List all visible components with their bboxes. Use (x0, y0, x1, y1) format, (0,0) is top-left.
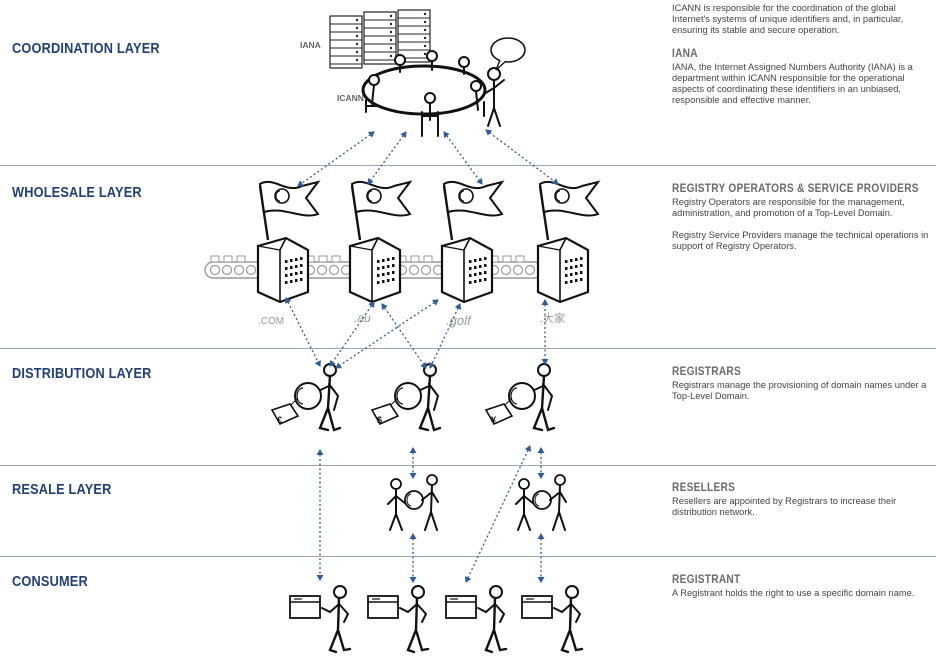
registrars-text: Registrars manage the provisioning of do… (672, 380, 927, 402)
registrar-person-icon (270, 362, 556, 432)
distribution-description: REGISTRARS Registrars manage the provisi… (672, 366, 934, 403)
registrant-heading: REGISTRANT (672, 574, 741, 586)
currency-euro: € (277, 415, 282, 425)
registry-service-providers-text: Registry Service Providers manage the te… (672, 229, 929, 251)
meeting-table-icon (361, 50, 505, 137)
server-rack-icon (329, 9, 431, 69)
registry-heading: REGISTRY OPERATORS & SERVICE PROVIDERS (672, 183, 919, 195)
icann-label: ICANN (337, 93, 364, 103)
wholesale-description: REGISTRY OPERATORS & SERVICE PROVIDERS R… (672, 183, 934, 252)
iana-label: IANA (300, 40, 321, 50)
arrow (297, 131, 375, 187)
layer-title-distribution: DISTRIBUTION LAYER (12, 366, 152, 382)
registry-operators-text: Registry Operators are responsible for t… (672, 197, 905, 219)
layer-divider (0, 348, 936, 349)
registrars-heading: REGISTRARS (672, 366, 741, 378)
layer-title-wholesale: WHOLESALE LAYER (12, 185, 142, 201)
currency-dollar: $ (377, 415, 382, 425)
arrow (335, 299, 439, 369)
flag-icon (256, 180, 600, 304)
currency-yen: ¥ (491, 415, 496, 425)
speech-bubble-icon (490, 37, 526, 71)
iana-description: IANA, the Internet Assigned Numbers Auth… (672, 61, 913, 106)
arrow (285, 297, 321, 367)
tld-label-dajia: .大家 (540, 311, 565, 325)
resellers-text: Resellers are appointed by Registrars to… (672, 496, 897, 518)
icann-description: ICANN is responsible for the coordinatio… (672, 3, 904, 36)
resale-description: RESELLERS Resellers are appointed by Reg… (672, 482, 934, 519)
layer-title-consumer: CONSUMER (12, 574, 88, 590)
tld-label-com: .COM (258, 316, 284, 327)
browser-window-icon (288, 584, 584, 654)
price-tag-icon: € $ ¥ (277, 415, 496, 425)
arrow (464, 445, 532, 583)
iana-heading: IANA (672, 47, 698, 60)
connection-arrows (285, 129, 559, 583)
arrow (381, 303, 427, 369)
arrow (367, 131, 407, 185)
reseller-pair-icon (387, 474, 567, 531)
arrow (485, 129, 559, 185)
layer-title-coordination: COORDINATION LAYER (12, 41, 160, 57)
consumer-description: REGISTRANT A Registrant holds the right … (672, 574, 934, 599)
layer-title-resale: RESALE LAYER (12, 482, 112, 498)
resellers-heading: RESELLERS (672, 482, 736, 494)
coordination-description: ICANN is responsible for the coordinatio… (672, 3, 934, 107)
arrow (428, 303, 462, 369)
arrow (443, 131, 483, 185)
registrant-text: A Registrant holds the right to use a sp… (672, 588, 915, 599)
